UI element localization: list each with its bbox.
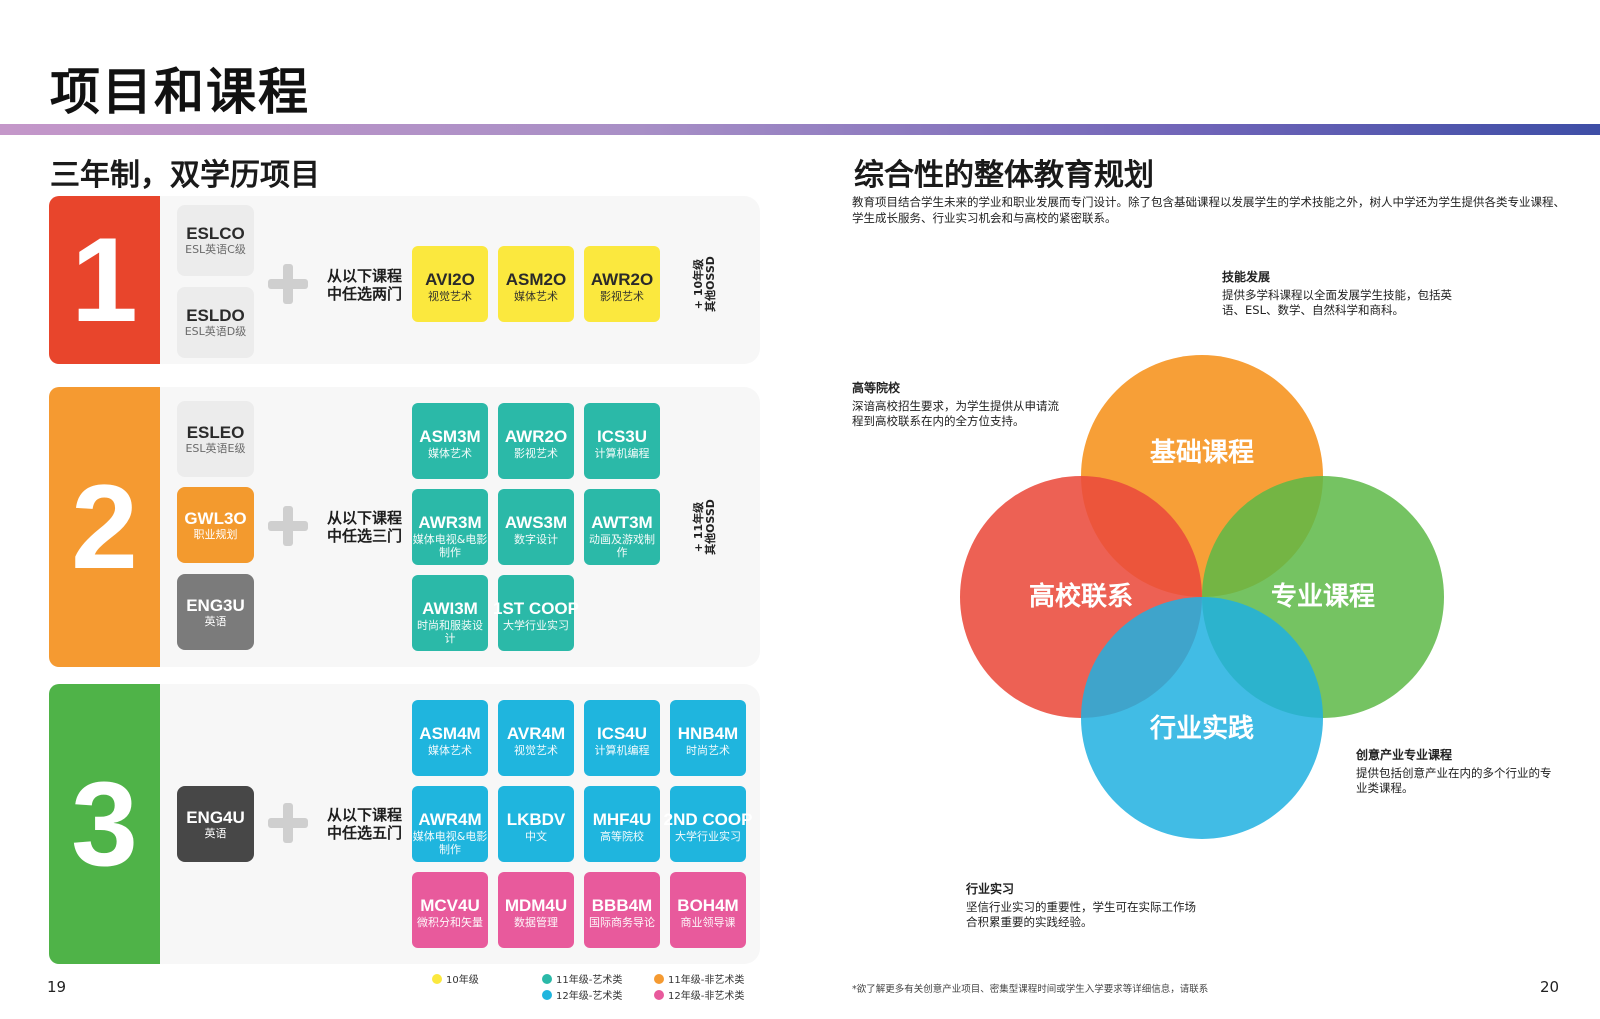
choose-label: 从以下课程中任选两门: [327, 267, 403, 303]
choose-label: 从以下课程中任选三门: [327, 509, 403, 545]
note-internship: 行业实习坚信行业实习的重要性，学生可在实际工作场合积累重要的实践经验。: [966, 882, 1196, 929]
venn-diagram: 基础课程 高校联系 专业课程 行业实践: [960, 355, 1444, 839]
venn-circle-bottom: [1081, 597, 1323, 839]
year-2-badge: 2: [49, 387, 160, 667]
ossd-note: + 11年级其他OSSD: [692, 499, 717, 555]
legend-item: 12年级-非艺术类: [654, 987, 744, 1002]
plus-icon: [268, 803, 308, 843]
year-3-badge: 3: [49, 684, 160, 964]
page-number-left: 19: [47, 978, 67, 996]
left-section-title: 三年制，双学历项目: [50, 158, 320, 193]
page-title: 项目和课程: [50, 63, 310, 121]
plus-icon: [268, 264, 308, 304]
title-rule: [0, 124, 1600, 135]
legend-item: 11年级-非艺术类: [654, 971, 744, 986]
ossd-note: + 10年级其他OSSD: [692, 256, 717, 312]
plus-icon: [268, 506, 308, 546]
intro-paragraph: 教育项目结合学生未来的学业和职业发展而专门设计。除了包含基础课程以发展学生的学术…: [852, 195, 1565, 225]
footnote: *欲了解更多有关创意产业项目、密集型课程时间或学生入学要求等详细信息，请联系: [852, 984, 1209, 995]
page-number-right: 20: [1540, 978, 1560, 996]
choose-label: 从以下课程中任选五门: [327, 806, 403, 842]
legend-item: 12年级-艺术类: [542, 987, 622, 1002]
venn-label-bottom: 行业实践: [1149, 713, 1254, 744]
legend-item: 11年级-艺术类: [542, 971, 622, 986]
year-1-badge: 1: [49, 196, 160, 364]
venn-label-top: 基础课程: [1150, 438, 1254, 468]
note-skills: 技能发展提供多学科课程以全面发展学生技能，包括英语、ESL、数学、自然科学和商科…: [1222, 270, 1452, 317]
legend-item: 10年级: [432, 971, 479, 986]
venn-label-right: 专业课程: [1271, 582, 1375, 612]
venn-label-left: 高校联系: [1029, 581, 1133, 612]
note-university: 高等院校深谙高校招生要求，为学生提供从申请流程到高校联系在内的全方位支持。: [852, 381, 1059, 428]
note-creative: 创意产业专业课程提供包括创意产业在内的多个行业的专业类课程。: [1356, 748, 1552, 795]
right-section-title: 综合性的整体教育规划: [854, 158, 1154, 193]
